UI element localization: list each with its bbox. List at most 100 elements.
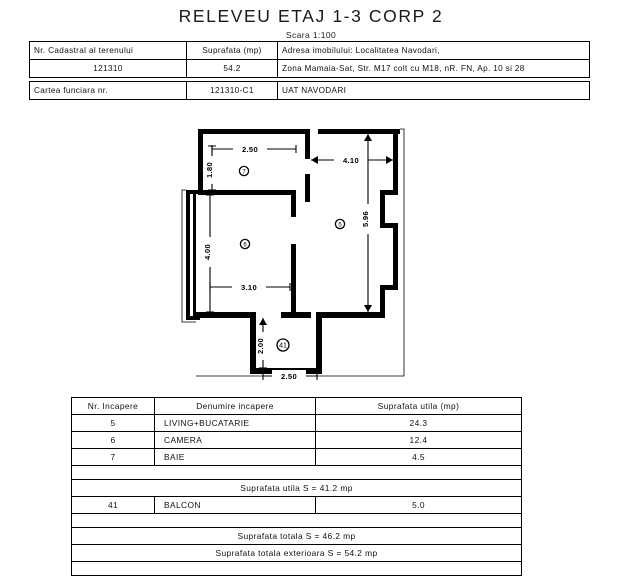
wall-camera-right-upper [291,195,296,217]
plan-walls [186,129,400,374]
room-marker-bath-circle [238,165,250,177]
dimlabel-bg-bath-height [206,156,218,184]
total-exterior-label: Suprafata totala exterioara S = 54.2 mp [71,544,522,562]
room-table-header-row: Nr. Incapere Denumire incapere Suprafata… [71,397,522,415]
label-surface: Suprafata (mp) [186,41,278,60]
value-cadastral-number: 121310 [29,59,187,78]
wall-bath-left [198,129,203,195]
total-row: Suprafata totala S = 46.2 mp [71,527,522,545]
usable-total-row: Suprafata utila S = 41.2 mp [71,479,522,497]
room-area: 12.4 [315,431,522,449]
wall-camera-bottom-right [281,312,311,318]
wall-living-notch2-left [380,285,385,318]
room-marker-living: 5 [334,218,346,230]
wall-camera-right-lower [291,244,296,316]
room-table-blank-row [71,465,522,480]
dimtext-balcony-height: 2.00 [256,338,265,354]
dimarrow-living-height-top [364,134,372,141]
table-row: 6 CAMERA 12.4 [71,431,522,449]
value-land-book: 121310-C1 [186,81,278,100]
value-address-line2: Zona Mamaia-Sat, Str. M17 colt cu M18, n… [277,59,590,78]
room-table: Nr. Incapere Denumire incapere Suprafata… [71,397,522,576]
dimtext-living-height: 5.96 [361,211,370,227]
header-row-labels: Nr. Cadastral al terenului Suprafata (mp… [29,41,590,60]
wall-living-right-upper [393,129,398,195]
dimticks-bath-height [208,145,216,191]
floor-plan-drawing: 2.50 1.80 4.10 5.96 4.00 [0,104,622,389]
dimtext-camera-height: 4.00 [203,244,212,260]
label-land-book: Cartea funciara nr. [29,81,187,100]
room-marker-balcony-label: 41 [279,343,287,350]
dimticks-camera-width [209,283,291,291]
room-marker-balcony-circle [276,338,290,352]
room-marker-camera-label: 6 [243,242,247,248]
floor-plan-svg: 2.50 1.80 4.10 5.96 4.00 [181,128,405,381]
blank-cell [71,561,522,576]
room-marker-living-circle [334,218,346,230]
dimlabel-bg-balcony-height [257,332,269,360]
wall-bath-bottom [198,190,296,195]
room-marker-bath-label: 7 [242,169,246,175]
wall-living-notch-top [380,190,398,195]
header-row-values: 121310 54.2 Zona Mamaia-Sat, Str. M17 co… [29,59,590,78]
wall-living-bottom [316,312,384,318]
table-row: 5 LIVING+BUCATARIE 24.3 [71,414,522,432]
total-exterior-row: Suprafata totala exterioara S = 54.2 mp [71,544,522,562]
building-outline-left [181,189,196,323]
blank-cell [71,465,522,480]
room-table-blank-row-2 [71,513,522,528]
wall-living-notch2-top [380,285,398,290]
dimarrow-living-width-left [311,156,318,164]
header-table: Nr. Cadastral al terenului Suprafata (mp… [29,41,590,100]
room-nr: 5 [71,414,155,432]
wall-camera-left-outer [186,190,190,320]
dimlabel-bg-camera-height [204,237,216,267]
room-name: BAIE [154,448,316,466]
dimtext-living-width: 4.10 [343,156,359,165]
table-row-balcony: 41 BALCON 5.0 [71,496,522,514]
dimtext-bath-height: 1.80 [205,162,214,178]
dimtext-balcony-width: 2.50 [281,372,297,381]
dimtext-camera-width: 3.10 [241,283,257,292]
room-marker-camera-circle [239,238,251,250]
wall-living-notch-left [380,190,385,228]
building-outline-right [196,128,405,377]
wall-living-top [318,129,400,134]
plan-dimensions: 2.50 1.80 4.10 5.96 4.00 [203,134,393,381]
wall-living-notch-bottom [380,223,398,228]
total-label: Suprafata totala S = 46.2 mp [71,527,522,545]
page-subtitle-scale: Scara 1:100 [285,30,337,40]
dimlabel-bg-living-width [334,154,368,165]
wall-camera-bottom-left [193,312,255,318]
dimtext-bath-width: 2.50 [242,145,258,154]
dimarrow-balcony-height-top [259,318,267,325]
label-cadastral-number: Nr. Cadastral al terenului [29,41,187,60]
table-row: 7 BAIE 4.5 [71,448,522,466]
wall-bath-right-upper [305,129,310,159]
dimticks-camera-height [206,194,214,313]
dimarrow-living-height-bottom [364,305,372,312]
room-table-blank-row-3 [71,561,522,576]
room-name: CAMERA [154,431,316,449]
wall-balcony-left [250,312,256,374]
room-area: 4.5 [315,448,522,466]
dimarrow-living-width-right [386,156,393,164]
dimlabel-bg-bath-width [233,143,267,154]
value-uat: UAT NAVODARI [277,81,590,100]
wall-bath-right-lower [305,174,310,202]
blank-cell [71,513,522,528]
room-table-header-nr: Nr. Incapere [71,397,155,415]
dimlabel-bg-balcony-width [272,370,306,381]
balcony-nr: 41 [71,496,155,514]
dimlabel-bg-camera-width [232,281,266,292]
wall-camera-left-inner [193,194,196,316]
wall-camera-left-top-cap [186,190,200,194]
dimlabel-bg-living-height [362,204,374,234]
dimticks-balcony-width [262,372,318,380]
plan-room-markers: 7 6 5 41 [238,165,346,352]
balcony-name: BALCON [154,496,316,514]
value-surface: 54.2 [186,59,278,78]
wall-bath-top [198,129,310,134]
room-nr: 7 [71,448,155,466]
room-area: 24.3 [315,414,522,432]
